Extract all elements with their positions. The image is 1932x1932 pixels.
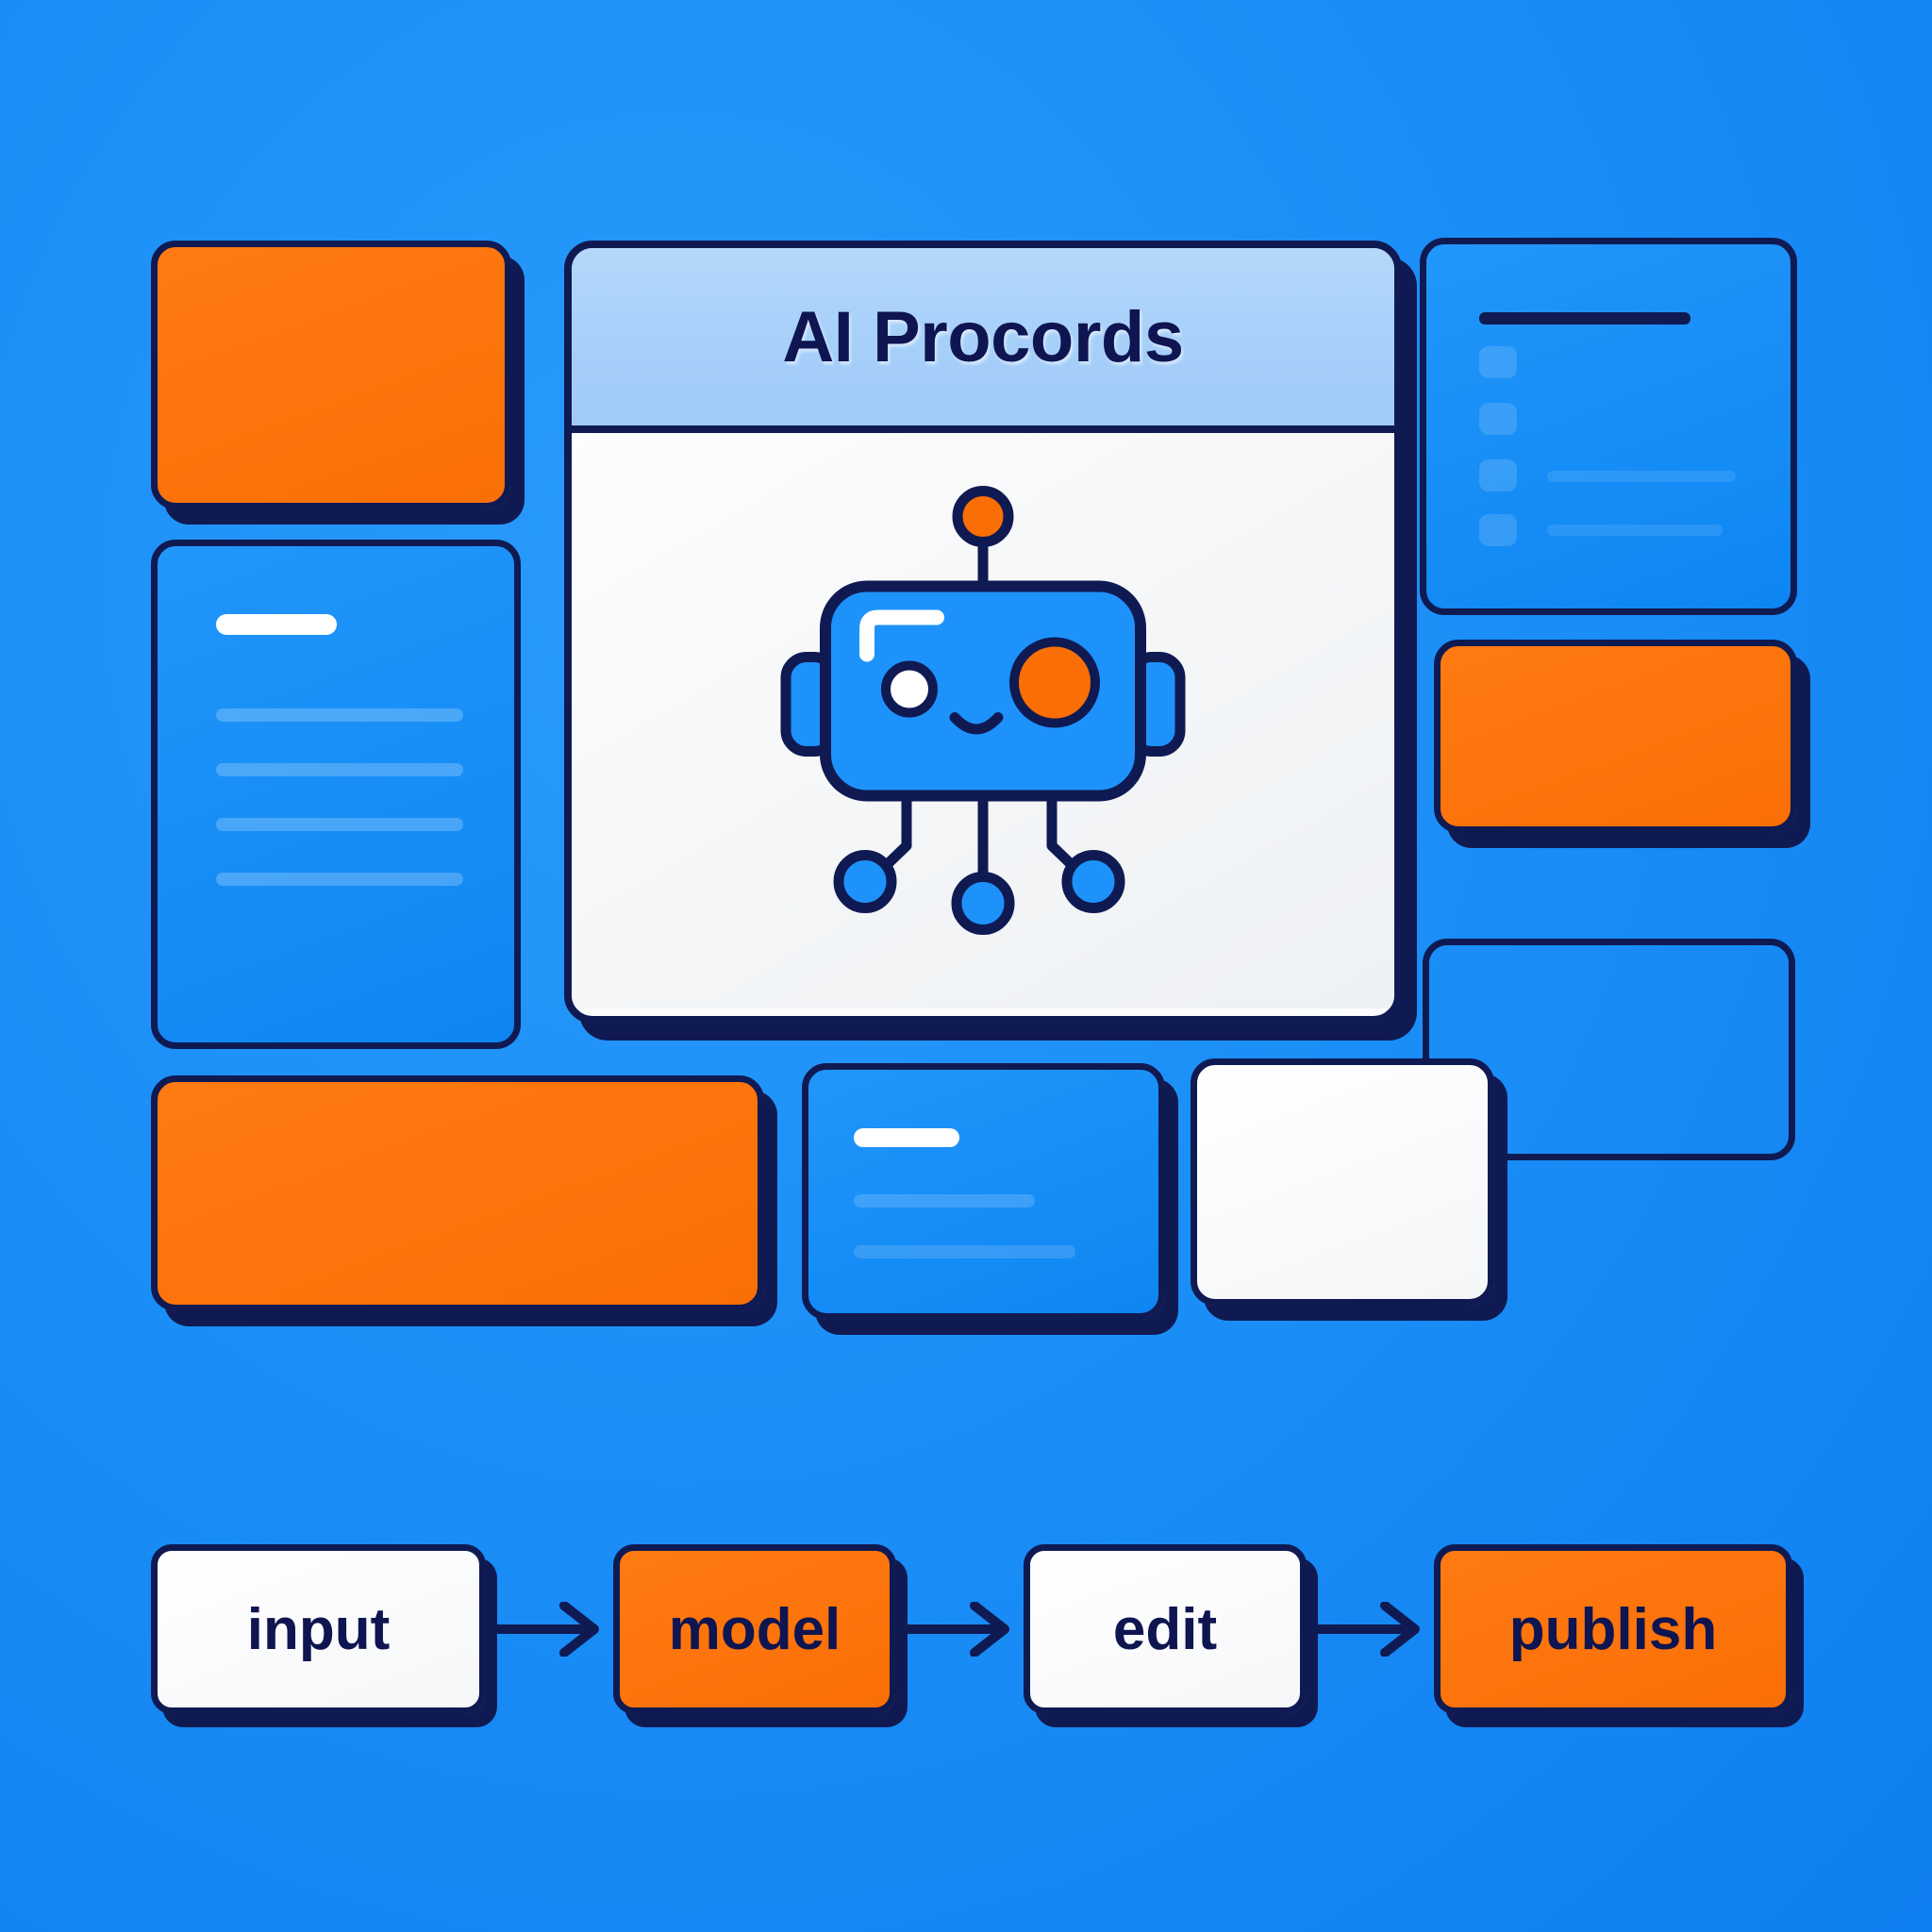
- skeleton-checkbox: [1479, 514, 1517, 546]
- bottom-card-blue-text[interactable]: [802, 1063, 1165, 1320]
- right-card-outline[interactable]: [1423, 939, 1795, 1160]
- skeleton-title-bar: [216, 614, 337, 635]
- flow-arrow-3: [1307, 1602, 1434, 1657]
- bottom-card-white[interactable]: [1191, 1058, 1494, 1306]
- app-window[interactable]: AI Procords: [564, 241, 1402, 1024]
- skeleton-line: [216, 818, 463, 831]
- skeleton-line: [1547, 471, 1736, 482]
- right-card-orange[interactable]: [1434, 640, 1797, 833]
- left-card-orange-wide[interactable]: [151, 1075, 764, 1311]
- skeleton-line: [854, 1245, 1075, 1258]
- skeleton-line: [216, 708, 463, 722]
- skeleton-line: [216, 873, 463, 886]
- arrow-right-icon: [493, 1602, 599, 1657]
- skeleton-title-bar: [1479, 312, 1690, 325]
- right-card-checklist[interactable]: [1420, 238, 1797, 615]
- ai-robot-mascot-icon: [780, 483, 1186, 959]
- skeleton-line: [1547, 525, 1723, 536]
- page-title: AI Procords: [782, 296, 1184, 377]
- flow-step-label: input: [246, 1596, 391, 1662]
- flow-step-label: edit: [1112, 1596, 1218, 1662]
- window-content-area: [572, 433, 1394, 1008]
- flow-step-label: model: [668, 1596, 841, 1662]
- arrow-right-icon: [904, 1602, 1009, 1657]
- flow-arrow-1: [486, 1602, 613, 1657]
- flow-arrow-2: [896, 1602, 1024, 1657]
- skeleton-title-bar: [854, 1128, 959, 1147]
- flow-step-model[interactable]: model: [613, 1544, 896, 1714]
- flow-step-publish[interactable]: publish: [1434, 1544, 1792, 1714]
- skeleton-checkbox: [1479, 403, 1517, 435]
- arrow-right-icon: [1314, 1602, 1420, 1657]
- flow-step-edit[interactable]: edit: [1024, 1544, 1307, 1714]
- skeleton-line: [216, 763, 463, 776]
- skeleton-checkbox: [1479, 346, 1517, 378]
- skeleton-line: [854, 1194, 1035, 1208]
- window-titlebar: AI Procords: [572, 248, 1394, 433]
- skeleton-checkbox: [1479, 459, 1517, 491]
- left-card-text-block[interactable]: [151, 540, 521, 1049]
- left-card-orange-top[interactable]: [151, 241, 511, 509]
- flow-step-label: publish: [1508, 1596, 1718, 1662]
- flow-step-input[interactable]: input: [151, 1544, 486, 1714]
- pipeline-flow: input model edit pub: [151, 1544, 1792, 1714]
